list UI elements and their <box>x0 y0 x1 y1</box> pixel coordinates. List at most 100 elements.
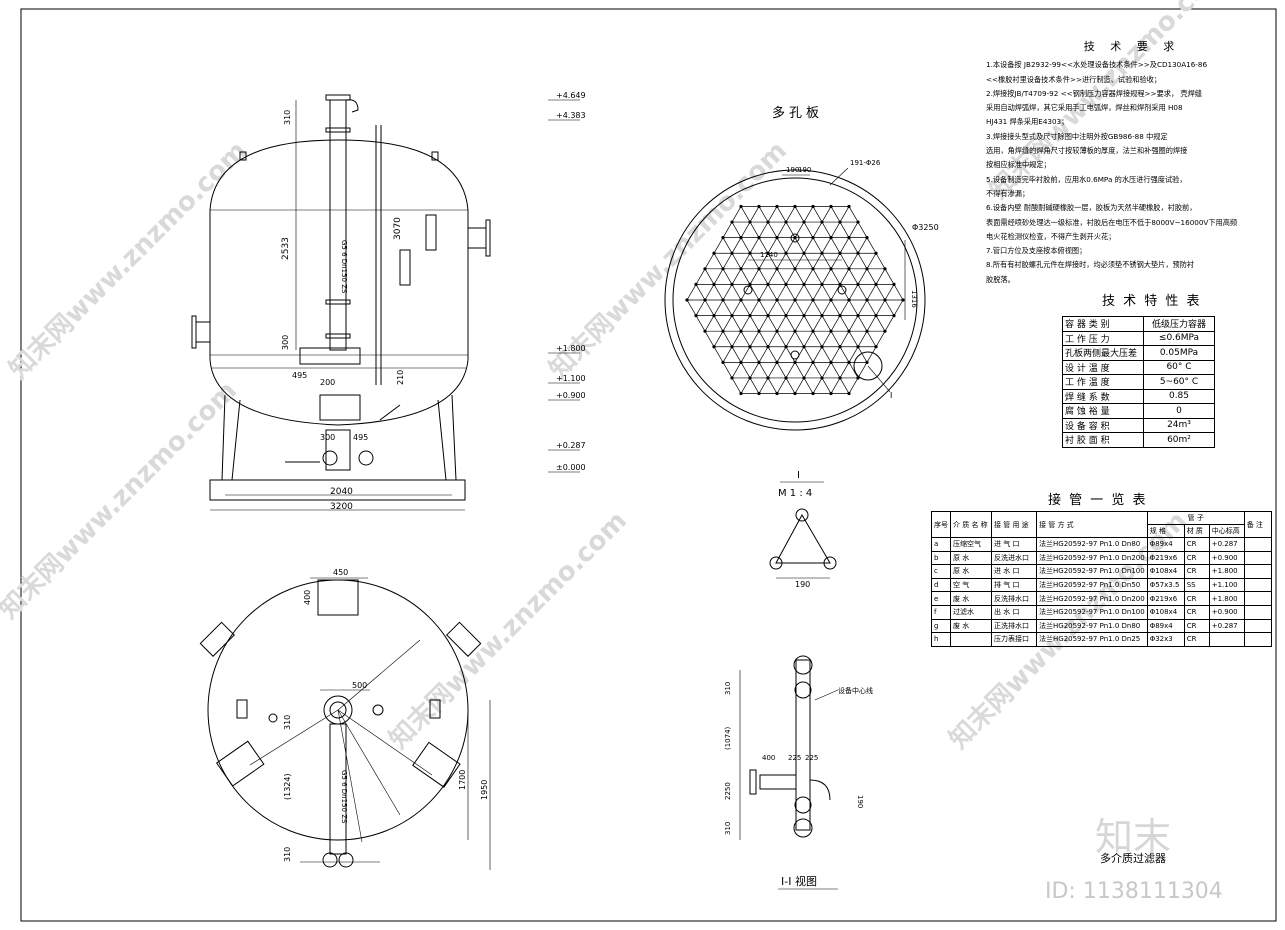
plate-grid-line <box>722 299 733 316</box>
nozzle-cell: 过滤水 <box>950 604 992 620</box>
plate-hole <box>748 313 752 318</box>
plate-grid-line <box>785 331 796 347</box>
plate-hole <box>766 376 770 380</box>
characteristics-title: 技 术 特 性 表 <box>1102 294 1202 309</box>
plate-hole <box>721 360 725 364</box>
characteristic-value: 低级压力容器 <box>1143 316 1215 332</box>
plate-hole <box>829 360 833 364</box>
nozzle-cell <box>950 632 992 647</box>
plate-hole <box>865 236 869 240</box>
plate-hole <box>766 251 770 255</box>
plate-grid-line <box>821 315 832 332</box>
plate-grid-line <box>857 331 868 347</box>
svg-text:1950: 1950 <box>480 780 489 800</box>
characteristic-value: 24m³ <box>1143 417 1215 433</box>
plate-grid-line <box>722 284 733 301</box>
plate-grid-line <box>884 299 895 316</box>
plate-grid-line <box>803 315 814 332</box>
plate-grid-line <box>722 331 733 347</box>
plate-grid-line <box>749 206 760 223</box>
plate-grid-line <box>830 315 841 332</box>
plate-hole <box>847 298 851 302</box>
plate-grid-line <box>740 221 751 238</box>
svg-text:495: 495 <box>292 371 307 380</box>
plate-hole <box>775 391 779 396</box>
svg-text:G5 6 Dn150 ZS: G5 6 Dn150 ZS <box>340 240 348 294</box>
nozzle-cell: 反洗进水口 <box>991 550 1037 566</box>
plate-hole <box>802 376 806 380</box>
plate-hole <box>838 282 842 287</box>
nozzle-cell: +0.900 <box>1208 550 1245 566</box>
plate-grid-line <box>839 299 850 316</box>
plate-grid-line <box>785 268 796 285</box>
plate-grid-line <box>749 221 760 238</box>
plate-hole <box>820 345 824 349</box>
plate-grid-line <box>839 237 850 254</box>
plate-grid-line <box>731 377 742 394</box>
plate-hole <box>712 345 716 349</box>
plate-grid-line <box>785 237 796 254</box>
plate-grid-line <box>803 237 814 254</box>
plate-grid-line <box>776 377 787 394</box>
plate-grid-line <box>686 299 697 316</box>
plate-hole <box>712 251 716 255</box>
plate-hole <box>784 251 788 255</box>
plate-grid-line <box>776 237 787 254</box>
plate-grid-line <box>767 331 778 347</box>
plate-grid-line <box>830 268 841 285</box>
svg-text:G5 6 Dn150 ZS: G5 6 Dn150 ZS <box>340 770 348 824</box>
nozzle-cell: SS <box>1183 577 1210 593</box>
nozzle-cell: +0.287 <box>1208 618 1245 634</box>
plate-grid-line <box>749 299 760 316</box>
plate-hole <box>811 267 815 271</box>
plate-hole <box>766 313 770 318</box>
plate-grid-line <box>776 299 787 316</box>
svg-text:310: 310 <box>283 715 292 730</box>
plate-grid-line <box>749 268 760 285</box>
plate-grid-line <box>722 315 733 332</box>
svg-text:+0.287: +0.287 <box>556 441 586 450</box>
plate-grid-line <box>740 362 751 379</box>
nozzle-cell: Φ89x4 <box>1146 537 1185 552</box>
characteristics-row: 容 器 类 别低级压力容器 <box>1062 316 1215 332</box>
req-line: 5.设备制造完毕衬胶前，应用水0.6MPa 的水压进行强度试验， <box>986 174 1187 184</box>
plate-grid-line <box>758 206 769 223</box>
plate-grid-line <box>812 268 823 285</box>
plate-hole <box>694 282 698 287</box>
svg-text:190: 190 <box>795 580 810 589</box>
nozzle-cell: CR <box>1183 604 1210 620</box>
plate-grid-line <box>749 237 760 254</box>
plate-hole <box>712 313 716 318</box>
plate-grid-line <box>875 299 886 316</box>
plate-grid-line <box>848 346 859 363</box>
plate-hole <box>802 251 806 255</box>
svg-text:300: 300 <box>281 335 290 350</box>
req-line: 8.所有有衬胶螺孔元件在焊接时，均必须垫不锈钢大垫片，预防衬 <box>986 260 1195 270</box>
nozzle-cell: 法兰HG20592-97 Pn1.0 Dn25 <box>1036 632 1148 647</box>
plate-grid-line <box>866 346 877 363</box>
plate-grid-line <box>740 331 751 347</box>
plate-hole <box>856 313 860 318</box>
plate-grid-line <box>758 253 769 269</box>
svg-text:500: 500 <box>352 681 367 690</box>
plate-hole <box>712 282 716 287</box>
plate-hole <box>721 236 725 240</box>
svg-text:190: 190 <box>786 166 799 174</box>
plate-hole <box>829 329 833 333</box>
plate-hole <box>874 313 878 318</box>
plate-grid-line <box>866 331 877 347</box>
nozzle-cell: g <box>931 618 951 634</box>
plate-grid-line <box>812 284 823 301</box>
plate-grid-line <box>848 221 859 238</box>
svg-text:191-Φ26: 191-Φ26 <box>850 159 881 167</box>
req-line: 7.管口方位及支座按本俯视图； <box>986 246 1087 256</box>
plate-grid-line <box>740 268 751 285</box>
plate-grid-line <box>767 206 778 223</box>
characteristics-row: 工 作 压 力≤0.6MPa <box>1062 330 1215 346</box>
req-line: 按相应标准中规定； <box>986 160 1051 170</box>
plate-grid-line <box>839 377 850 394</box>
plate-grid-line <box>821 362 832 379</box>
plate-grid-line <box>884 284 895 301</box>
